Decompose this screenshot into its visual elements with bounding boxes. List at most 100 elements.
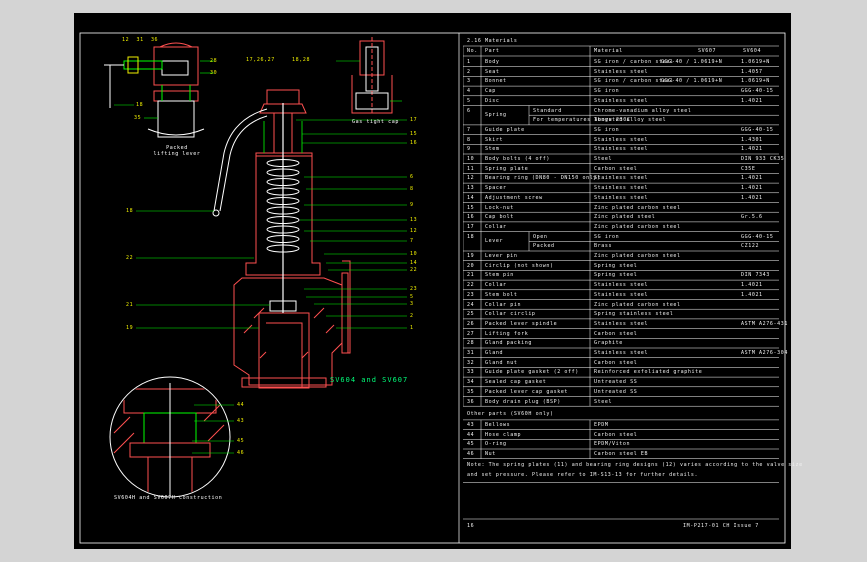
row-material: Stainless steel <box>594 97 649 104</box>
detail-labels-top: 12 31 36 <box>122 37 159 43</box>
row-sub: Packed <box>533 243 555 250</box>
row-material: Stainless steel <box>594 320 649 327</box>
row-part: Bearing ring (DN80 - DN150 only) <box>485 175 601 182</box>
right-label-23: 23 <box>410 286 418 292</box>
row-part: Collar <box>485 282 507 289</box>
row-no: 8 <box>467 136 471 143</box>
row-material: Chrome-vanadium alloy steel <box>594 107 692 114</box>
left-label-19: 19 <box>126 325 134 331</box>
row-part: Gland <box>485 350 504 356</box>
right-label-5: 5 <box>410 294 414 300</box>
note-line-1: Note: The spring plates (11) and bearing… <box>467 461 803 468</box>
row-no: 25 <box>467 311 475 318</box>
right-label-17: 17 <box>410 117 418 123</box>
row-material: Stainless steel <box>594 282 649 289</box>
row-no: 26 <box>467 320 475 327</box>
row-no: 1 <box>467 59 471 65</box>
row-sub: Open <box>533 233 548 240</box>
row-std: Gr.5.6 <box>741 214 763 221</box>
row-no: 9 <box>467 146 471 153</box>
row-material: Stainless steel <box>594 175 649 182</box>
row-no: 7 <box>467 126 471 133</box>
valve-cad-drawing <box>79 32 786 544</box>
row-material: SG iron <box>594 233 620 240</box>
right-label-13: 13 <box>410 217 418 223</box>
cap-caption: Gas tight cap <box>352 119 399 125</box>
row-no: 36 <box>467 398 475 405</box>
row-part: Gland packing <box>485 340 532 347</box>
row-material: Zinc plated carbon steel <box>594 204 681 211</box>
row-no: 24 <box>467 301 475 308</box>
row-part: Lever <box>485 238 504 245</box>
row-part: Gland nut <box>485 359 518 366</box>
row-part: Stem bolt <box>485 291 518 298</box>
detail-label-35: 35 <box>134 115 142 121</box>
gas-tight-cap-detail <box>336 37 402 114</box>
row-part: Lifting fork <box>485 330 529 337</box>
col-part: Part <box>485 48 500 54</box>
row-std: GGG-40-15 <box>741 126 774 133</box>
row-no: 23 <box>467 291 475 298</box>
row-material: Steel <box>594 156 613 162</box>
row-part: Stem <box>485 146 500 153</box>
other-no: 44 <box>467 431 475 438</box>
row-std: 1.4301 <box>741 136 763 143</box>
row-part: Cap bolt <box>485 214 514 221</box>
right-label-16: 16 <box>410 140 418 146</box>
other-material: Carbon steel <box>594 431 638 438</box>
row-part: Spring plate <box>485 165 529 172</box>
row-no: 27 <box>467 330 475 337</box>
row-material: Stainless steel <box>594 68 649 75</box>
row-part: Seat <box>485 68 500 75</box>
row-material: Zinc plated carbon steel <box>594 223 681 230</box>
row-part: Body drain plug (BSP) <box>485 398 561 405</box>
col-no: No. <box>467 48 478 54</box>
row-no: 3 <box>467 78 471 85</box>
row-material: Untreated SS <box>594 379 638 386</box>
right-label-2: 2 <box>410 313 414 319</box>
other-no: 45 <box>467 441 475 448</box>
detail-right-leaders <box>192 404 234 454</box>
row-sub: For temperatures above 230C <box>533 117 631 124</box>
row-part: Lever pin <box>485 253 518 259</box>
main-caption: SV604 and SV607 <box>330 376 409 384</box>
other-part: Bellows <box>485 421 511 428</box>
row-no: 19 <box>467 253 475 259</box>
lever-caption: Packed lifting lever <box>153 145 201 157</box>
row-std: 1.4021 <box>741 97 763 104</box>
row-no: 20 <box>467 262 475 269</box>
row-material: SG iron <box>594 126 620 133</box>
row-part: Guide plate <box>485 126 525 133</box>
row-material: Stainless steel <box>594 136 649 143</box>
row-no: 28 <box>467 340 475 347</box>
row-no: 6 <box>467 107 471 114</box>
drawing-border <box>79 32 786 544</box>
other-part: O-ring <box>485 441 507 448</box>
other-no: 43 <box>467 421 475 428</box>
row-material: Stainless steel <box>594 350 649 356</box>
other-material: EPDM/Viton <box>594 441 631 448</box>
row-part: Spring <box>485 112 507 119</box>
leader-lines-left <box>136 210 270 329</box>
row-material: Tungsten alloy steel <box>594 117 667 124</box>
other-part: Nut <box>485 451 496 457</box>
packed-lever-detail <box>104 42 205 138</box>
row-part: Skirt <box>485 136 504 143</box>
row-no: 33 <box>467 369 475 376</box>
row-material: Brass <box>594 243 613 250</box>
detail-label-45: 45 <box>237 438 245 444</box>
materials-table: 2.16 Materials No. Part Material SV607 S… <box>463 37 802 543</box>
table-grid <box>463 45 779 520</box>
row-part: Packed lever cap gasket <box>485 388 569 395</box>
row-no: 11 <box>467 165 475 172</box>
row-material: SG iron / carbon steel <box>594 78 674 85</box>
row-part: Bonnet <box>485 78 507 85</box>
right-label-10: 10 <box>410 251 418 257</box>
table-title: Materials <box>485 38 518 44</box>
right-label-8: 8 <box>410 186 414 192</box>
detail-label-43: 43 <box>237 418 245 424</box>
row-part: Packed lever spindle <box>485 320 558 327</box>
col-material: Material <box>594 48 623 54</box>
left-label-18: 18 <box>126 208 134 214</box>
detail-label-44: 44 <box>237 402 245 408</box>
